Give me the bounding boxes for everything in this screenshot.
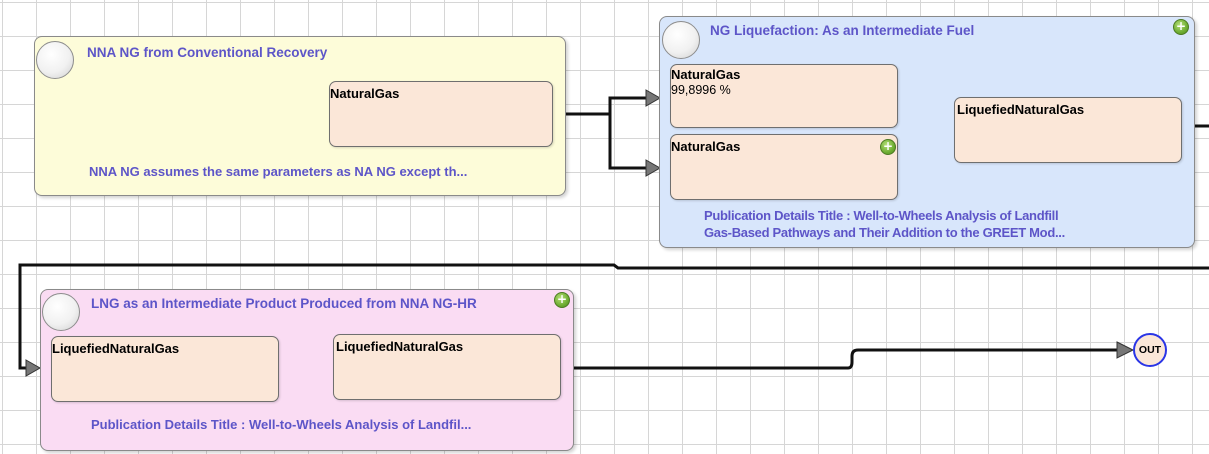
- process-lng-intermediate[interactable]: LNG as an Intermediate Product Produced …: [40, 289, 574, 451]
- process-description: Publication Details Title : Well-to-Whee…: [91, 417, 472, 432]
- plus-icon[interactable]: +: [1173, 19, 1189, 35]
- out-node[interactable]: OUT: [1133, 333, 1167, 367]
- resource-label: LiquefiedNaturalGas: [336, 339, 464, 354]
- process-title: NG Liquefaction: As an Intermediate Fuel: [710, 23, 975, 38]
- resource-label: NaturalGas: [671, 139, 741, 154]
- output-resource-natural-gas[interactable]: NaturalGas: [329, 81, 553, 147]
- process-ng-liquefaction[interactable]: NG Liquefaction: As an Intermediate Fuel…: [659, 16, 1195, 248]
- plus-icon[interactable]: +: [880, 139, 896, 155]
- input-resource-natural-gas-2[interactable]: NaturalGas +: [670, 134, 898, 200]
- output-resource-liquefied-natural-gas[interactable]: LiquefiedNaturalGas: [954, 97, 1182, 163]
- wire-lng-to-out: [568, 348, 1120, 370]
- resource-label: LiquefiedNaturalGas: [957, 102, 1085, 117]
- process-circle-icon[interactable]: [662, 21, 700, 59]
- resource-label: LiquefiedNaturalGas: [52, 341, 180, 356]
- wire-nna-to-liq-input-2: [608, 114, 650, 170]
- input-resource-liquefied-natural-gas[interactable]: LiquefiedNaturalGas: [51, 336, 279, 402]
- process-nna-ng[interactable]: NNA NG from Conventional Recovery Natura…: [34, 36, 566, 196]
- output-resource-liquefied-natural-gas[interactable]: LiquefiedNaturalGas: [333, 334, 561, 400]
- process-circle-icon[interactable]: [36, 41, 74, 79]
- wire-nna-to-liq-input-1: [565, 96, 650, 116]
- process-description-line-1: Publication Details Title : Well-to-Whee…: [704, 208, 1059, 223]
- plus-icon[interactable]: +: [554, 292, 570, 308]
- input-resource-natural-gas-1[interactable]: NaturalGas 99,8996 %: [670, 64, 898, 128]
- process-title: LNG as an Intermediate Product Produced …: [91, 296, 477, 311]
- resource-label: NaturalGas: [330, 86, 400, 101]
- arrow-liq-input-2: [645, 159, 662, 177]
- resource-share-value: 99,8996 %: [671, 83, 731, 97]
- process-title: NNA NG from Conventional Recovery: [87, 45, 328, 60]
- arrow-liq-input-1: [645, 89, 662, 107]
- process-description: NNA NG assumes the same parameters as NA…: [89, 164, 468, 179]
- process-description-line-2: Gas-Based Pathways and Their Addition to…: [704, 225, 1065, 240]
- process-circle-icon[interactable]: [42, 293, 80, 331]
- arrow-lng-input: [25, 359, 42, 377]
- arrow-out: [1116, 341, 1135, 359]
- resource-label: NaturalGas: [671, 67, 741, 82]
